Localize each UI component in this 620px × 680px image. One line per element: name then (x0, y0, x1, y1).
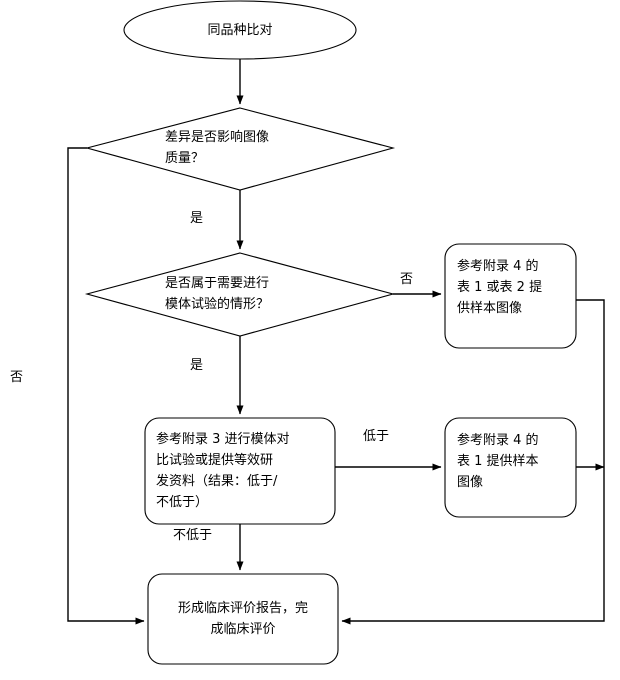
connector-sample-images-table12-to-clinical-report (341, 299, 605, 625)
edge-label-yes-image-quality: 是 (190, 211, 204, 226)
node-sample-images-table1-label: 参考附录 4 的 表 1 提供样本 图像 (457, 432, 539, 490)
node-sample-images-table12-label: 参考附录 4 的 表 1 或表 2 提 供样本图像 (457, 258, 543, 316)
edge-label-no-image-quality: 否 (10, 370, 24, 385)
node-phantom-comparison-label: 参考附录 3 进行模体对 比试验或提供等效研 发资料（结果：低于/ 不低于） (156, 432, 290, 510)
node-start-label: 同品种比对 (207, 22, 273, 38)
edge-label-lower-than: 低于 (363, 429, 390, 444)
edge-label-not-lower-than: 不低于 (173, 528, 213, 543)
node-sample-images-table12-shape (444, 243, 577, 349)
node-decision-image-quality-label: 差异是否影响图像 质量？ (165, 130, 270, 166)
edge-label-no-phantom-test: 否 (400, 272, 414, 287)
edge-label-yes-phantom-test: 是 (190, 358, 204, 373)
node-clinical-report-shape (147, 573, 339, 665)
connector-decision-image-quality-no-to-clinical-report (67, 147, 145, 625)
node-decision-phantom-test-label: 是否属于需要进行 模体试验的情形？ (165, 276, 270, 312)
node-clinical-report-label: 形成临床评价报告，完 成临床评价 (177, 601, 308, 637)
